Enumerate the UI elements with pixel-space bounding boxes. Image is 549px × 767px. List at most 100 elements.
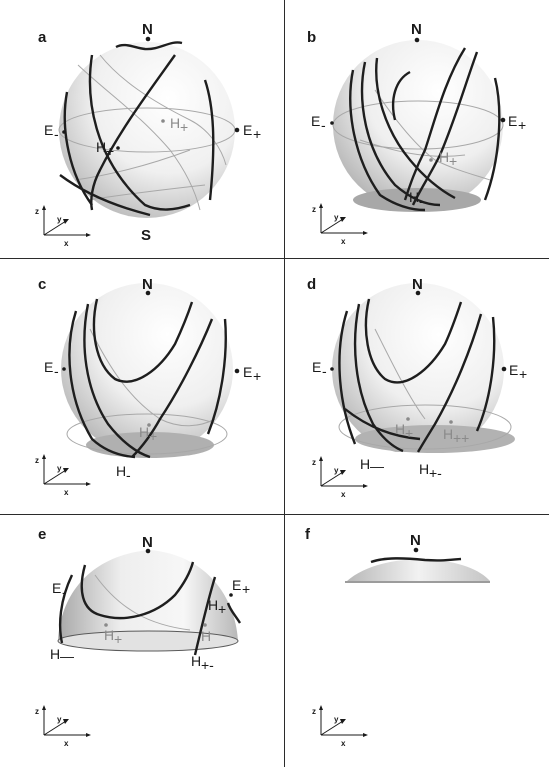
e-minus-point bbox=[62, 367, 66, 371]
h-back-point bbox=[161, 119, 165, 123]
e-minus-label: E bbox=[44, 359, 53, 375]
north-label: N bbox=[410, 532, 421, 549]
h-minus-label: H bbox=[360, 456, 370, 472]
h-plus-point bbox=[406, 417, 410, 421]
panel-letter: c bbox=[38, 276, 46, 293]
faint-trajectories bbox=[94, 574, 191, 631]
e-plus-sub: + bbox=[253, 126, 261, 142]
axis-x-label: x bbox=[64, 239, 69, 248]
h-plus-point bbox=[147, 423, 151, 427]
e-minus-point bbox=[330, 367, 334, 371]
panel-f: f N z y x bbox=[285, 515, 549, 767]
vertical-divider bbox=[284, 0, 285, 767]
e-plus-label: E bbox=[232, 577, 241, 593]
e-plus-sub: + bbox=[242, 581, 250, 597]
south-label: S bbox=[141, 227, 151, 244]
axis-x-label: x bbox=[64, 739, 69, 748]
h-plusminus-label: H bbox=[419, 461, 429, 477]
panel-d-graphic: d N E - E + H + bbox=[307, 276, 527, 499]
e-minus-label: E bbox=[44, 122, 53, 138]
axis-y-label: y bbox=[334, 213, 339, 222]
axis-z-label: z bbox=[312, 707, 316, 716]
trajectories bbox=[338, 298, 496, 453]
h-light-label: H bbox=[201, 628, 211, 644]
e-minus-point bbox=[62, 130, 66, 134]
e-plus-point bbox=[501, 366, 507, 372]
e-plus-label: E bbox=[243, 364, 252, 380]
e-minus-label: E bbox=[52, 580, 61, 596]
h-plusminus-sub: +- bbox=[201, 657, 214, 673]
h-minus-sub: - bbox=[126, 467, 131, 483]
north-point bbox=[145, 548, 151, 554]
h-plus-right-label: H bbox=[208, 597, 218, 613]
h-front-point bbox=[116, 146, 120, 150]
axis-y-label: y bbox=[334, 466, 339, 475]
sphere bbox=[61, 283, 233, 455]
e-plus-point bbox=[500, 117, 506, 123]
north-point bbox=[413, 547, 419, 553]
panel-b: b N E - E + bbox=[285, 0, 549, 258]
panel-b-graphic: b N E - E + bbox=[307, 21, 526, 246]
panel-c: c N E - E + H + H bbox=[0, 259, 284, 514]
e-plus-point bbox=[234, 368, 240, 374]
axes-triad bbox=[319, 705, 368, 737]
trajectories bbox=[58, 561, 242, 656]
horizontal-divider-1 bbox=[0, 258, 549, 259]
e-minus-sub: - bbox=[54, 126, 59, 142]
panel-letter: b bbox=[307, 29, 316, 46]
panel-a: a N S E - bbox=[0, 0, 284, 258]
sphere bbox=[332, 283, 504, 452]
faint-trajectories bbox=[66, 328, 228, 455]
h-plus-label: H bbox=[395, 421, 405, 437]
sphere-base bbox=[57, 630, 239, 652]
panel-letter: d bbox=[307, 276, 316, 293]
h-minus-label: H bbox=[50, 646, 60, 662]
axis-x-label: x bbox=[341, 739, 346, 748]
sphere bbox=[59, 42, 235, 218]
north-point bbox=[145, 290, 151, 296]
north-label: N bbox=[142, 534, 153, 551]
h-back-sub: + bbox=[180, 119, 188, 135]
faint-trajectories bbox=[58, 54, 236, 211]
panel-c-graphic: c N E - E + H + H bbox=[35, 276, 261, 497]
axis-z-label: z bbox=[35, 707, 39, 716]
h-plus-label: H bbox=[139, 424, 149, 440]
h-minus-label: H bbox=[409, 189, 419, 205]
h-plus-sub: + bbox=[149, 428, 157, 444]
h-front-label: H bbox=[96, 139, 106, 155]
panel-d: d N E - E + H + bbox=[285, 259, 549, 514]
h-plusminus-label: H bbox=[191, 653, 201, 669]
h-plus-point bbox=[429, 158, 433, 162]
north-point bbox=[145, 36, 151, 42]
axis-y-label: y bbox=[57, 715, 62, 724]
axis-z-label: z bbox=[35, 207, 39, 216]
north-label: N bbox=[142, 21, 153, 38]
h-plusplus-label: H bbox=[443, 426, 453, 442]
sphere-base bbox=[86, 432, 214, 458]
axis-z-label: z bbox=[35, 456, 39, 465]
h-plusplus-point bbox=[449, 420, 453, 424]
e-minus-label: E bbox=[312, 359, 321, 375]
e-plus-point bbox=[229, 593, 233, 597]
axes-triad bbox=[42, 705, 91, 737]
axes-triad bbox=[42, 205, 91, 237]
sphere-cap bbox=[347, 559, 490, 581]
h-plus-sub: + bbox=[405, 425, 413, 441]
axis-z-label: z bbox=[312, 458, 316, 467]
h-plus-right-sub: + bbox=[218, 601, 226, 617]
e-plus-point bbox=[234, 127, 240, 133]
e-minus-sub: - bbox=[54, 363, 59, 379]
panel-letter: e bbox=[38, 526, 46, 543]
sphere-cap bbox=[58, 550, 238, 641]
h-plus-label: H bbox=[439, 149, 449, 165]
panel-e: e N E - E + H + H + H bbox=[0, 515, 284, 767]
h-light-point bbox=[203, 623, 207, 627]
e-plus-sub: + bbox=[519, 366, 527, 382]
h-plus-point bbox=[104, 623, 108, 627]
e-plus-sub: + bbox=[253, 368, 261, 384]
h-plus-label: H bbox=[104, 627, 114, 643]
h-plusminus-sub: +- bbox=[429, 465, 442, 481]
panel-a-graphic: a N S E - bbox=[35, 21, 261, 248]
axis-y-label: y bbox=[57, 464, 62, 473]
